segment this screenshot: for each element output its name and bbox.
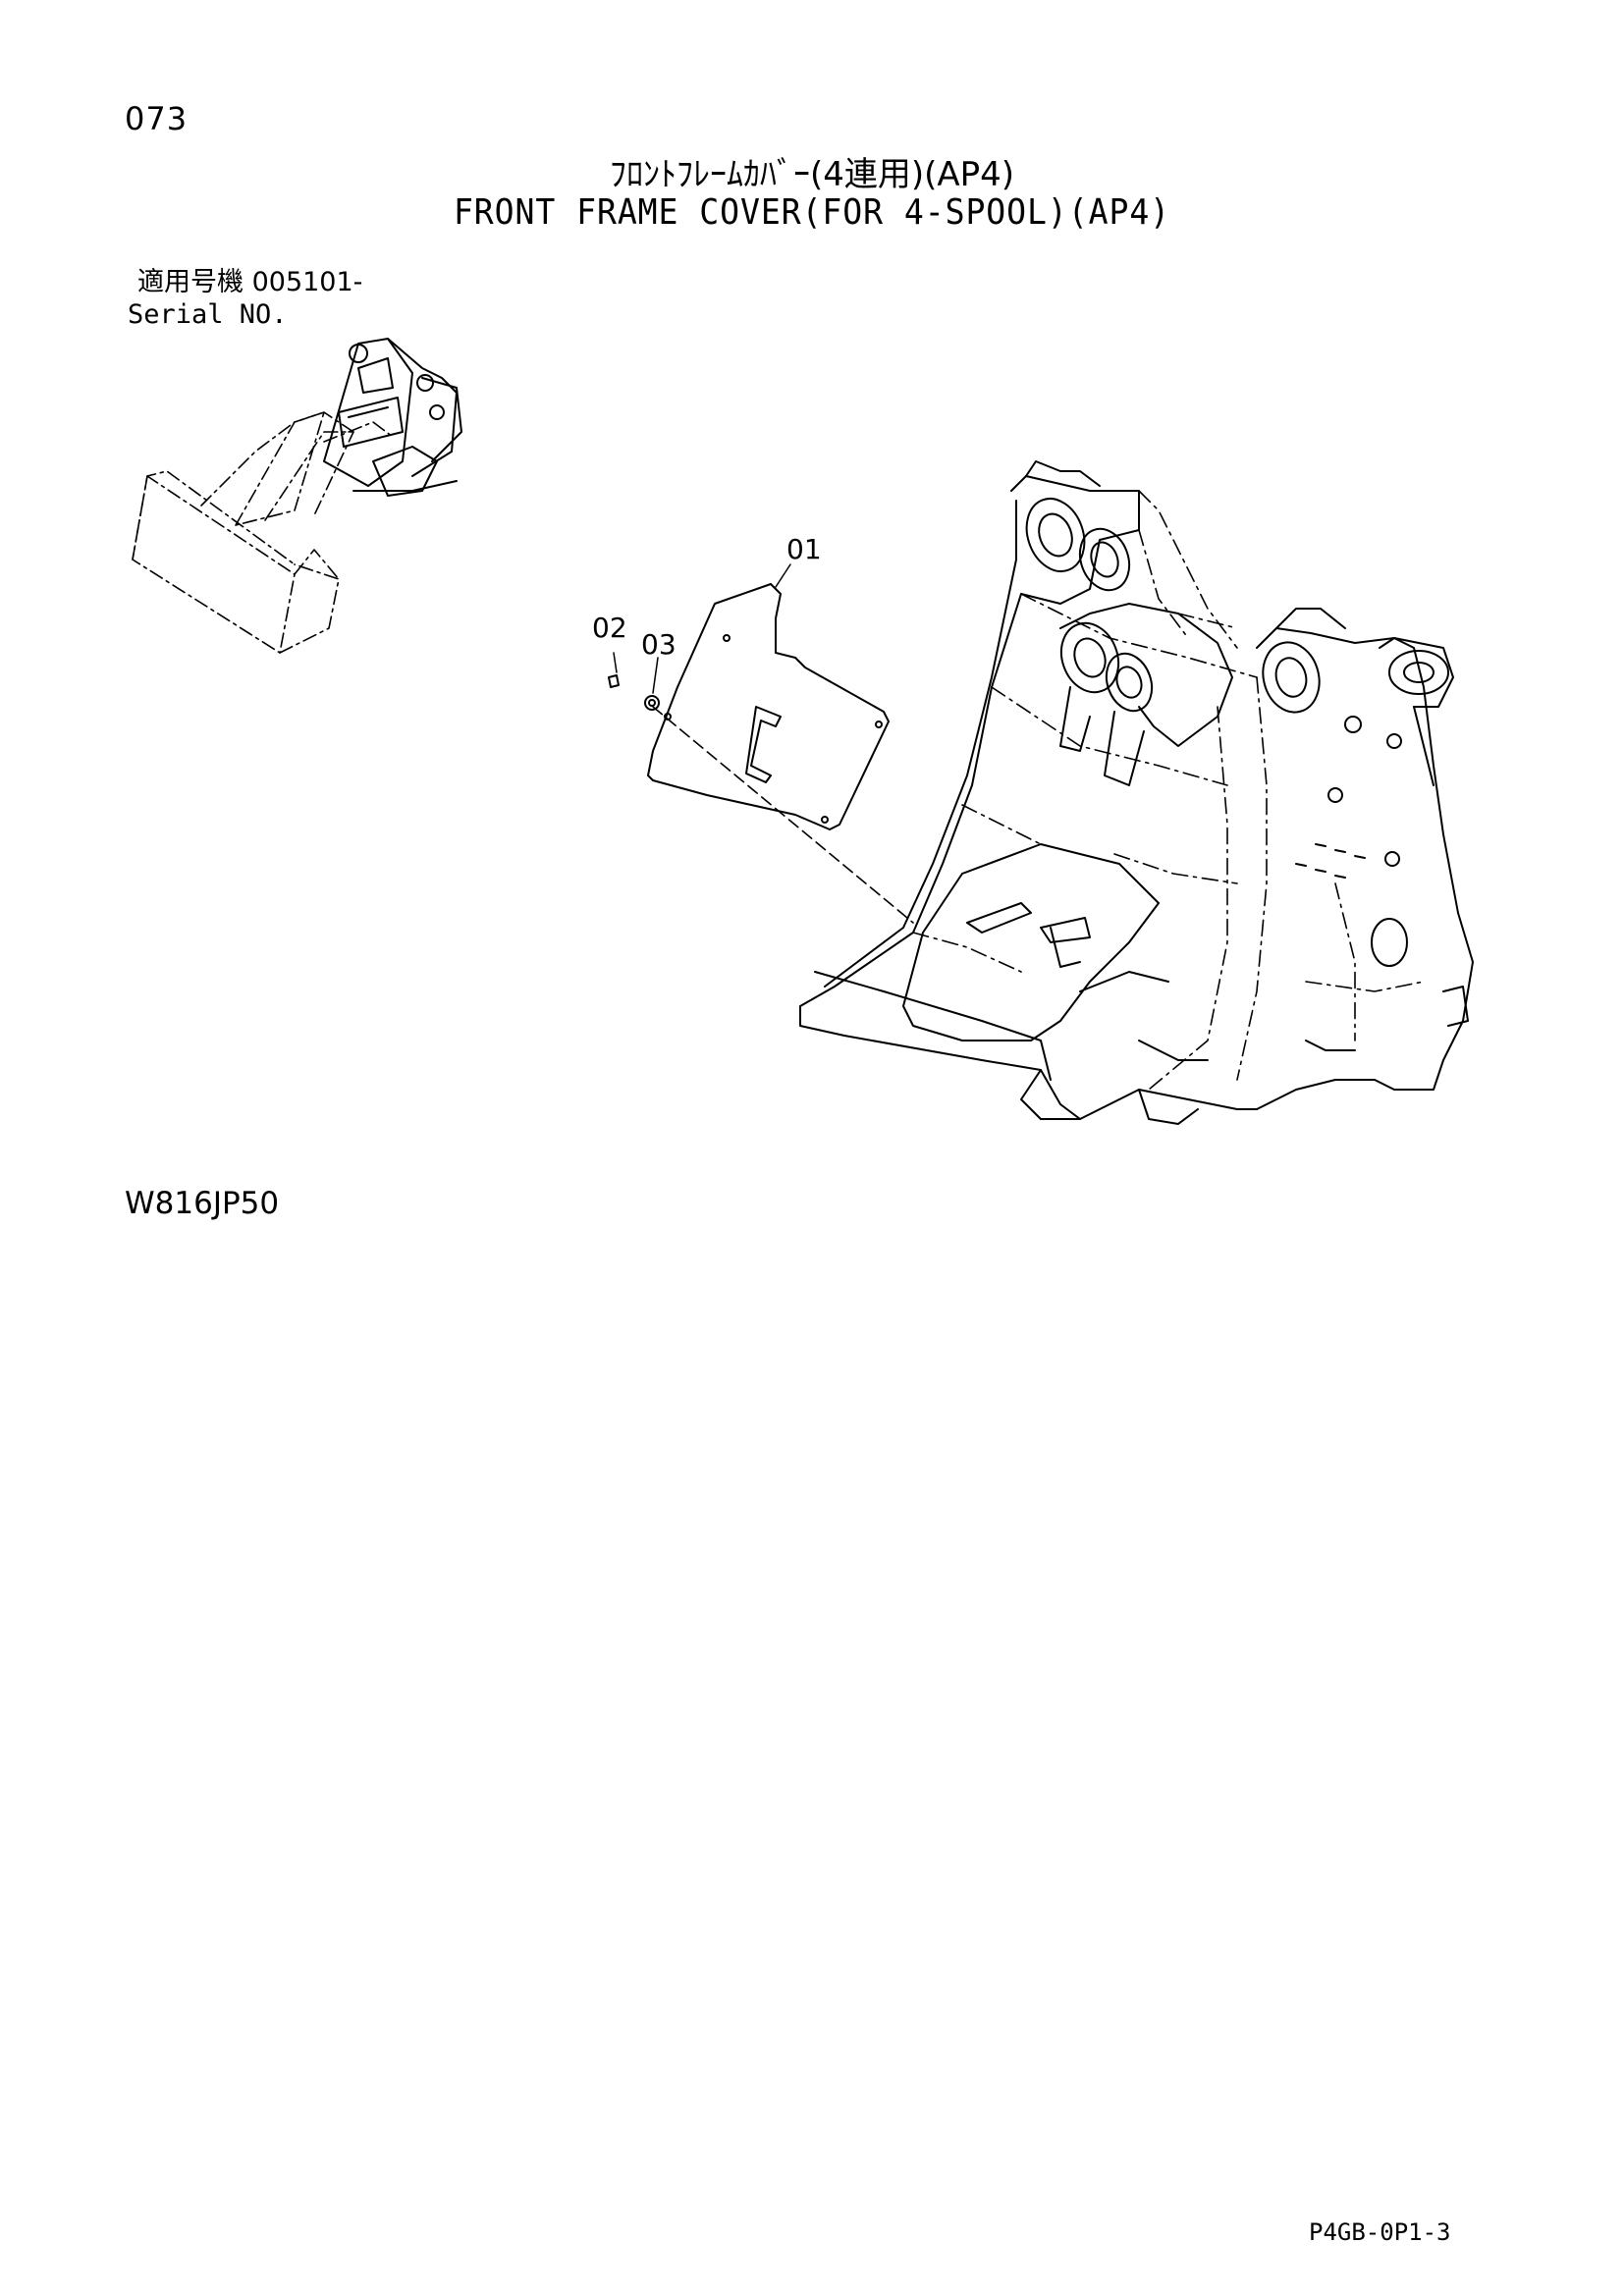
callout-01: 01 [786,533,822,565]
callout-02: 02 [592,612,627,644]
front-frame-illustration [799,460,1474,1125]
cover-plate-part-01 [647,583,890,830]
front-frame-hidden-lines [912,490,1425,1091]
page-number: 073 [125,100,189,137]
serial-label-japanese: 適用号機 [137,267,244,297]
serial-number: 005101- [251,267,363,297]
page-code: P4GB-0P1-3 [1309,2218,1451,2246]
serial-label-row: 適用号機 005101- [137,260,362,298]
title-english: FRONT FRAME COVER(FOR 4-SPOOL)(AP4) [453,192,1171,233]
title-japanese: ﾌﾛﾝﾄﾌﾚｰﾑｶﾊﾞｰ(4連用)(AP4) [609,155,1015,194]
washer-part-03 [644,695,660,711]
callout-03: 03 [641,628,677,661]
serial-label-english: Serial NO. [128,299,288,330]
figure-code: W816JP50 [125,1186,280,1221]
machine-overview-illustration [132,338,462,654]
bolt-part-02 [608,674,620,688]
